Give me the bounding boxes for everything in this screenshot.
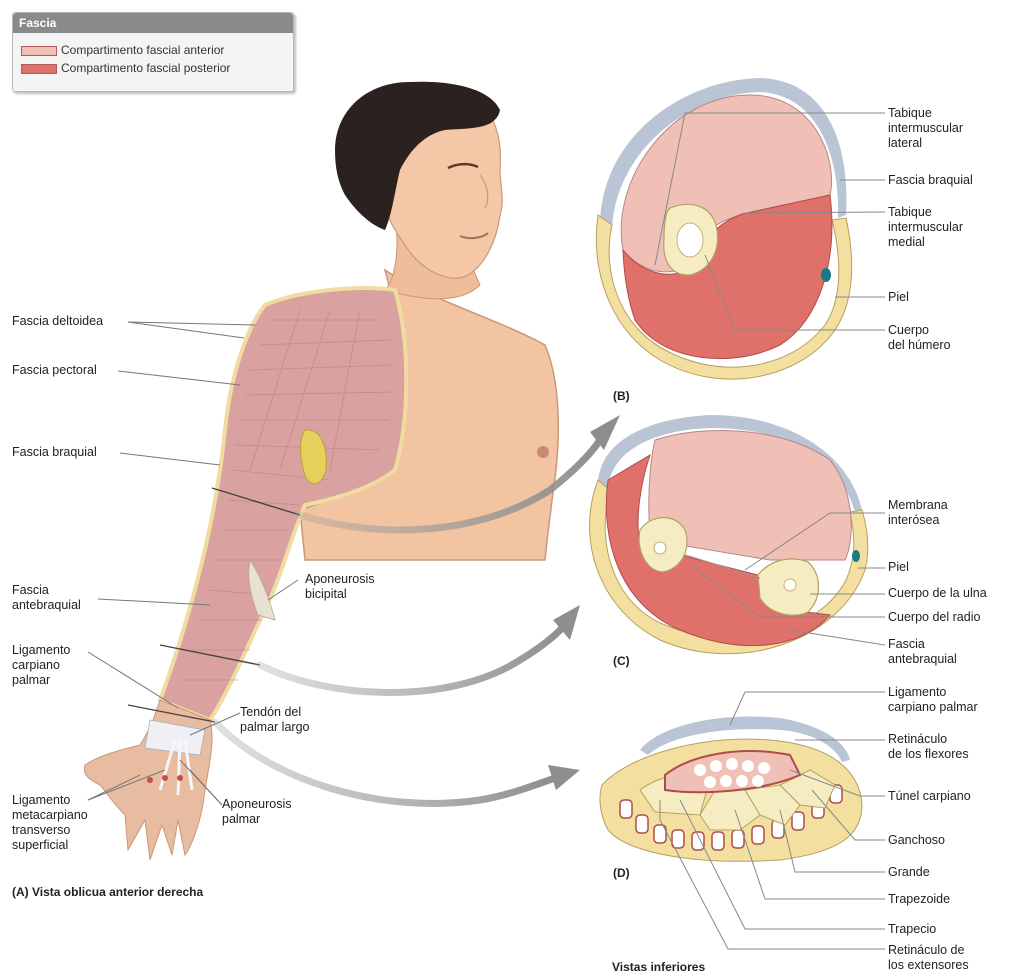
label-ligamento-carpiano-palmar-a: Ligamento carpiano palmar xyxy=(12,643,70,688)
label-fascia-pectoral: Fascia pectoral xyxy=(12,363,97,378)
caption-vistas-inferiores: Vistas inferiores xyxy=(612,960,705,975)
legend-swatch-posterior xyxy=(21,64,57,74)
legend: Fascia Compartimento fascial anterior Co… xyxy=(12,12,294,92)
section-d-wrist xyxy=(600,717,862,862)
label-retinaculo-flexores: Retináculo de los flexores xyxy=(888,732,969,762)
label-tunel-carpiano: Túnel carpiano xyxy=(888,789,971,804)
label-piel-b: Piel xyxy=(888,290,909,305)
label-ganchoso: Ganchoso xyxy=(888,833,945,848)
panel-label-c: (C) xyxy=(613,654,630,668)
label-cuerpo-radio: Cuerpo del radio xyxy=(888,610,980,625)
label-tabique-medial: Tabique intermuscular medial xyxy=(888,205,963,250)
label-fascia-deltoidea: Fascia deltoidea xyxy=(12,314,103,329)
label-fascia-braquial: Fascia braquial xyxy=(12,445,97,460)
label-membrana-interosea: Membrana interósea xyxy=(888,498,948,528)
label-tendon-palmar-largo: Tendón del palmar largo xyxy=(240,705,309,735)
label-retinaculo-extensores: Retináculo de los extensores xyxy=(888,943,969,973)
figure-a-anterior-view xyxy=(84,82,558,860)
label-aponeurosis-bicipital: Aponeurosis bicipital xyxy=(305,572,375,602)
label-fascia-antebraquial: Fascia antebraquial xyxy=(12,583,81,613)
legend-item-posterior: Compartimento fascial posterior xyxy=(13,59,293,77)
label-grande: Grande xyxy=(888,865,930,880)
legend-item-anterior: Compartimento fascial anterior xyxy=(13,41,293,59)
label-ligamento-metacarpiano: Ligamento metacarpiano transverso superf… xyxy=(12,793,88,853)
label-piel-c: Piel xyxy=(888,560,909,575)
label-tabique-lateral: Tabique intermuscular lateral xyxy=(888,106,963,151)
label-cuerpo-humero: Cuerpo del húmero xyxy=(888,323,951,353)
caption-a: (A) Vista oblicua anterior derecha xyxy=(12,885,203,900)
legend-label-posterior: Compartimento fascial posterior xyxy=(61,61,230,75)
label-trapezoide: Trapezoide xyxy=(888,892,950,907)
label-cuerpo-ulna: Cuerpo de la ulna xyxy=(888,586,987,601)
label-aponeurosis-palmar: Aponeurosis palmar xyxy=(222,797,292,827)
label-fascia-antebraquial-c: Fascia antebraquial xyxy=(888,637,957,667)
arrow-head-d xyxy=(548,765,580,790)
legend-title: Fascia xyxy=(13,13,293,33)
section-b-arm xyxy=(596,78,851,379)
panel-label-d: (D) xyxy=(613,866,630,880)
label-trapecio: Trapecio xyxy=(888,922,936,937)
label-ligamento-carpiano-palmar-d: Ligamento carpiano palmar xyxy=(888,685,978,715)
panel-label-b: (B) xyxy=(613,389,630,403)
label-fascia-braquial-b: Fascia braquial xyxy=(888,173,973,188)
section-c-forearm xyxy=(590,415,868,654)
legend-swatch-anterior xyxy=(21,46,57,56)
legend-label-anterior: Compartimento fascial anterior xyxy=(61,43,224,57)
